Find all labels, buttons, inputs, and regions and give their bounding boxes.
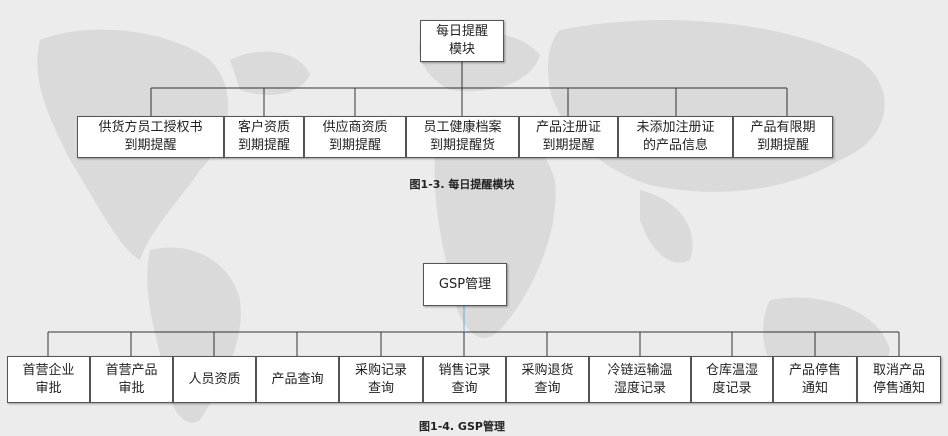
diagram2-node-11: 取消产品 停售通知: [857, 356, 941, 403]
diagram2-caption: 图1-4. GSP管理: [419, 420, 505, 433]
diagram1-node-1: 供货方员工授权书 到期提醒: [77, 116, 224, 158]
diagram2-node-1: 首营企业 审批: [7, 356, 90, 403]
diagram1-node-6: 未添加注册证 的产品信息: [618, 116, 733, 158]
diagram1-node-5: 产品注册证 到期提醒: [519, 116, 618, 158]
diagram1-caption: 图1-3. 每日提醒模块: [409, 178, 515, 191]
diagram2-node-2: 首营产品 审批: [90, 356, 173, 403]
diagram1-node-7: 产品有限期 到期提醒: [733, 116, 833, 158]
diagram1-node-3: 供应商资质 到期提醒: [304, 116, 406, 158]
diagram1-root-node: 每日提醒 模块: [420, 20, 504, 62]
diagram1-node-4: 员工健康档案 到期提醒货: [406, 116, 519, 158]
diagram2-node-8: 冷链运输温 湿度记录: [589, 356, 691, 403]
diagram1-node-2: 客户资质 到期提醒: [224, 116, 304, 158]
diagram2-node-7: 采购退货 查询: [506, 356, 589, 403]
diagram2-root-node: GSP管理: [423, 263, 507, 306]
diagram2-node-3: 人员资质: [173, 356, 256, 403]
diagram2-node-6: 销售记录 查询: [423, 356, 506, 403]
diagram2-node-4: 产品查询: [256, 356, 339, 403]
diagram2-node-9: 仓库温湿 度记录: [691, 356, 773, 403]
diagram2-node-5: 采购记录 查询: [339, 356, 423, 403]
diagram2-node-10: 产品停售 通知: [773, 356, 857, 403]
